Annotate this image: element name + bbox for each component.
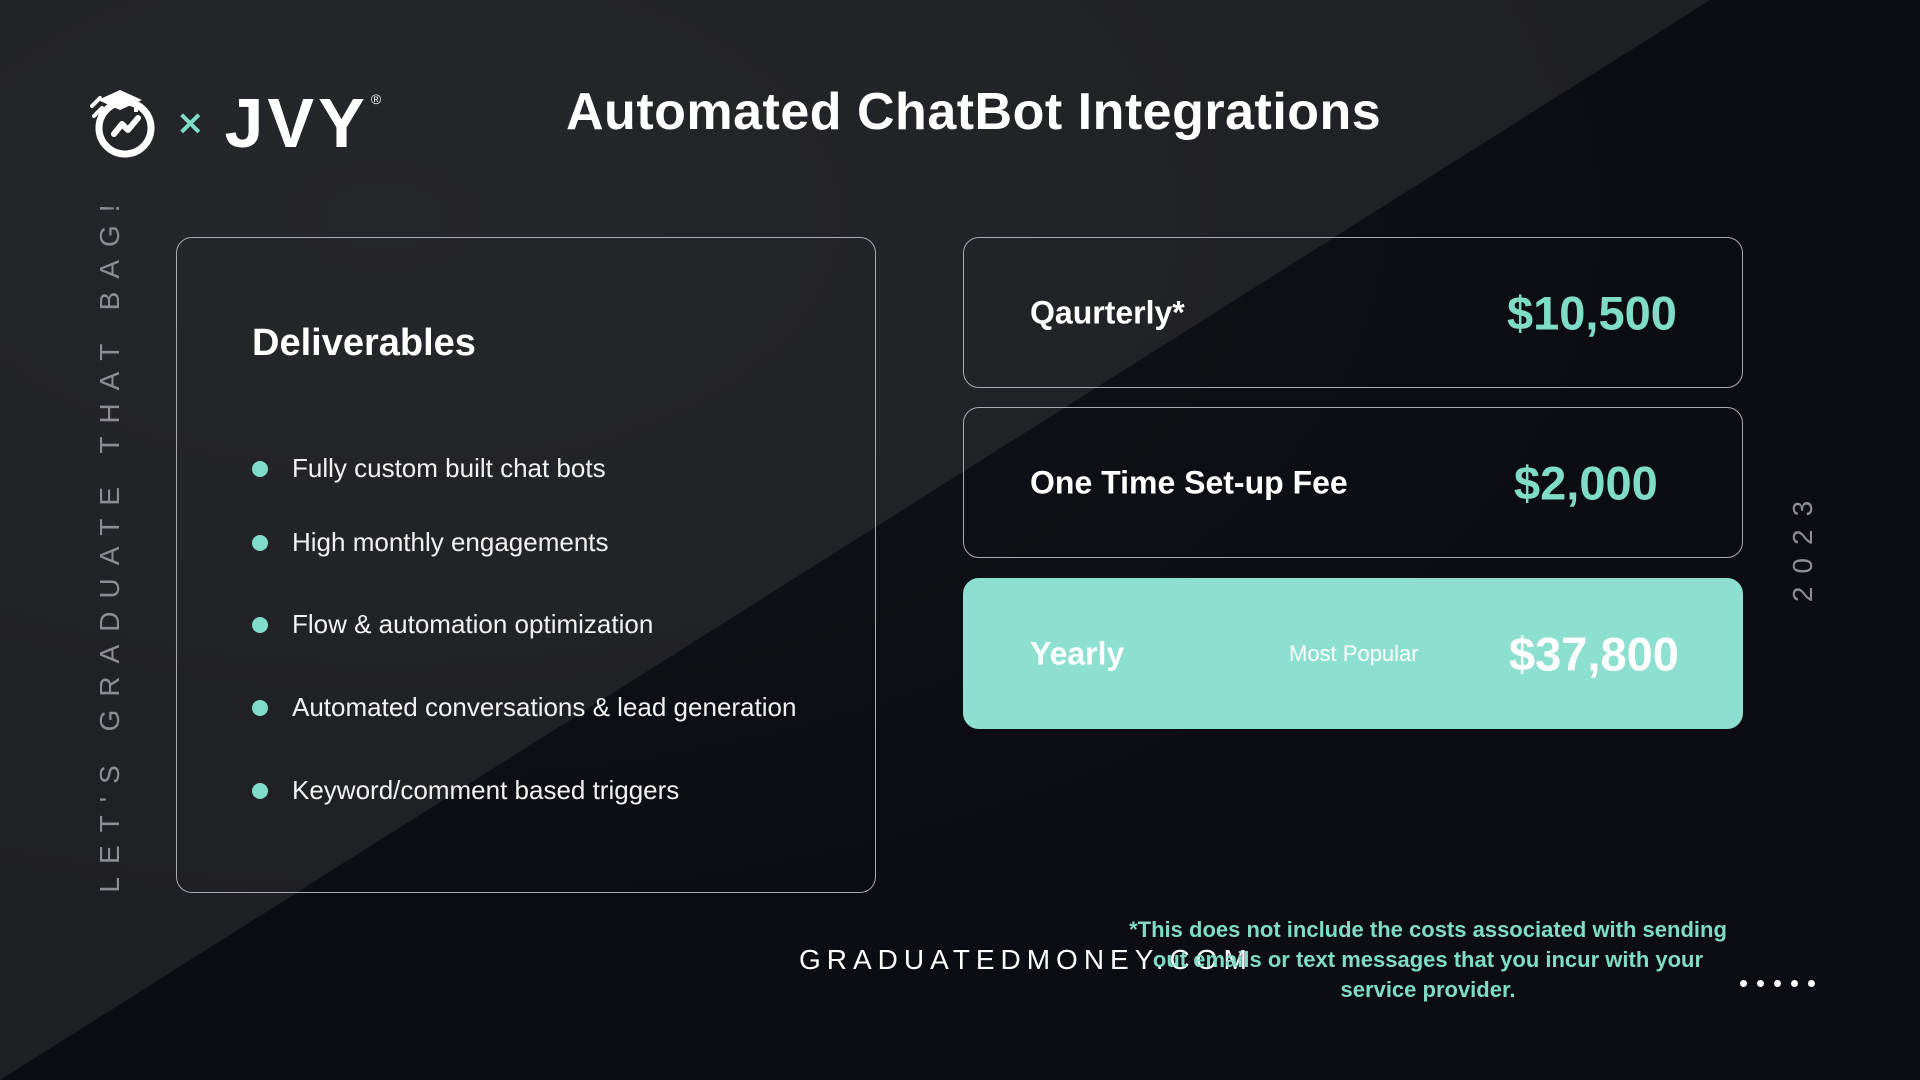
dot-icon [1808, 980, 1815, 987]
pricing-label: Yearly [1030, 635, 1125, 671]
dot-icon [1740, 980, 1747, 987]
page-title: Automated ChatBot Integrations [566, 83, 1382, 141]
pricing-card-yearly[interactable]: Yearly Most Popular $37,800 [963, 578, 1743, 729]
pricing-label: One Time Set-up Fee [1030, 464, 1348, 500]
deliverable-text: High monthly engagements [292, 527, 609, 557]
deliverable-text: Fully custom built chat bots [292, 453, 606, 483]
graduation-cap-money-bag-logo-icon [90, 90, 155, 158]
deliverables-heading: Deliverables [252, 322, 476, 364]
most-popular-badge: Most Popular [1289, 640, 1419, 666]
deliverable-text: Flow & automation optimization [292, 609, 654, 639]
bullet-dot-icon [252, 616, 268, 633]
deliverable-item: Fully custom built chat bots [252, 453, 606, 484]
deliverable-item: Automated conversations & lead generatio… [252, 692, 796, 723]
brand-name: JVY [224, 84, 369, 162]
pricing-label: Qaurterly* [1030, 294, 1185, 330]
pricing-amount: $10,500 [1507, 286, 1677, 339]
bullet-dot-icon [252, 534, 268, 551]
deliverables-card: Deliverables Fully custom built chat bot… [176, 237, 876, 893]
bullet-dot-icon [252, 460, 268, 477]
dot-icon [1757, 980, 1764, 987]
pricing-footnote: *This does not include the costs associa… [1129, 917, 1727, 1002]
registered-mark: ® [370, 91, 382, 107]
deliverable-text: Keyword/comment based triggers [292, 775, 680, 805]
side-tagline: LET'S GRADUATE THAT BAG! [94, 191, 125, 893]
deliverable-item: Keyword/comment based triggers [252, 775, 679, 806]
bullet-dot-icon [252, 699, 268, 716]
deliverable-item: Flow & automation optimization [252, 609, 653, 640]
side-year: 2023 [1787, 487, 1818, 603]
page-indicator-dots [1740, 980, 1815, 987]
deliverable-text: Automated conversations & lead generatio… [292, 692, 797, 722]
collab-separator-icon: × [176, 103, 205, 143]
dot-icon [1774, 980, 1781, 987]
pricing-card-setup-fee[interactable]: One Time Set-up Fee $2,000 [963, 407, 1743, 558]
pricing-card-quarterly[interactable]: Qaurterly* $10,500 [963, 237, 1743, 388]
deliverable-item: High monthly engagements [252, 527, 609, 558]
bullet-dot-icon [252, 782, 268, 799]
dot-icon [1791, 980, 1798, 987]
website-url[interactable]: GRADUATEDMONEY.COM [799, 944, 1253, 975]
pricing-amount: $37,800 [1509, 627, 1679, 680]
pricing-amount: $2,000 [1514, 456, 1658, 509]
logo-row: × JVY ® [90, 86, 381, 160]
